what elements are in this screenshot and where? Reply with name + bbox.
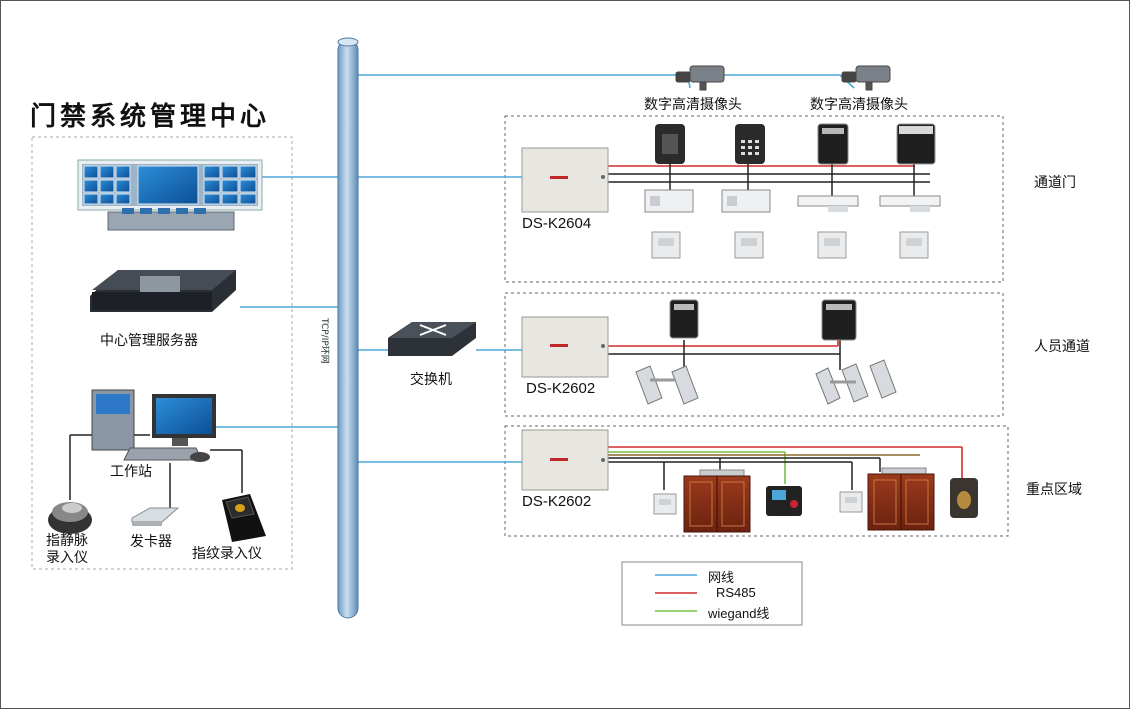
camera-label: 数字高清摄像头 [810,97,908,113]
controller-model-label: DS-K2602 [526,380,596,397]
magnetic-lock-icon [879,195,941,212]
controller-icon [521,316,609,378]
rs485-cables [608,165,963,478]
control-wires [69,160,930,510]
card-issuer-label: 发卡器 [130,534,172,550]
fingerprint-enroller-icon [222,494,266,542]
zone-box-personnel-passage [504,292,1004,417]
page-title: 门禁系统管理中心 [30,102,271,132]
exit-button-icon [817,231,847,259]
tcp-ip-backbone [337,37,359,619]
zone-name-personnel-passage: 人员通道 [1034,339,1090,355]
workstation-icon [91,389,216,462]
network-switch-icon [388,322,476,356]
card-reader-icon [821,299,857,341]
card-issuer-icon [131,507,180,526]
camera-icon [675,65,725,91]
card-reader-icon [817,123,849,165]
server-icon [90,270,236,312]
keypad-reader-icon [735,124,765,164]
zone-name-key-area: 重点区域 [1026,482,1082,498]
lock-icon [721,189,771,213]
zone-box-passage-door [504,115,1004,283]
exit-button-icon [653,493,677,515]
management-center-box [31,136,293,570]
finger-vein-label-line2: 录入仪 [46,550,88,566]
zone-box-key-area [504,425,1009,537]
fingerprint-reader-icon [950,478,978,518]
controller-model-label: DS-K2604 [522,215,592,232]
finger-vein-reader-icon [48,502,92,534]
controller-icon [521,429,609,491]
camera-icon [841,65,891,91]
lock-icon [644,189,694,213]
exit-button-icon [899,231,929,259]
controller-icon [521,147,609,213]
exit-button-icon [651,231,681,259]
controller-model-label: DS-K2602 [522,493,592,510]
workstation-label: 工作站 [110,464,152,480]
server-label: 中心管理服务器 [100,333,198,349]
turnstile-icon [815,359,897,405]
door-icon [683,469,751,533]
backbone-label: TCP/IP环网 [319,318,329,364]
finger-vein-label-line1: 指静脉 [46,533,88,549]
exit-button-icon [734,231,764,259]
legend-label-wiegand: wiegand线 [708,606,770,621]
card-reader-icon [896,123,936,165]
exit-button-icon [839,491,863,513]
fingerprint-terminal-icon [766,486,802,516]
fingerprint-enroller-label: 指纹录入仪 [192,546,262,562]
magnetic-lock-icon [797,195,859,212]
switch-label: 交换机 [410,372,452,388]
camera-label: 数字高清摄像头 [644,97,742,113]
video-wall-icon [77,159,263,231]
turnstile-icon [635,365,699,405]
card-reader-icon [655,124,685,164]
legend-label-rs485: RS485 [716,585,756,600]
zone-name-passage-door: 通道门 [1034,175,1076,191]
legend-label-network: 网线 [708,570,735,585]
door-icon [867,467,935,531]
card-reader-icon [669,299,699,339]
legend-box [621,561,803,626]
